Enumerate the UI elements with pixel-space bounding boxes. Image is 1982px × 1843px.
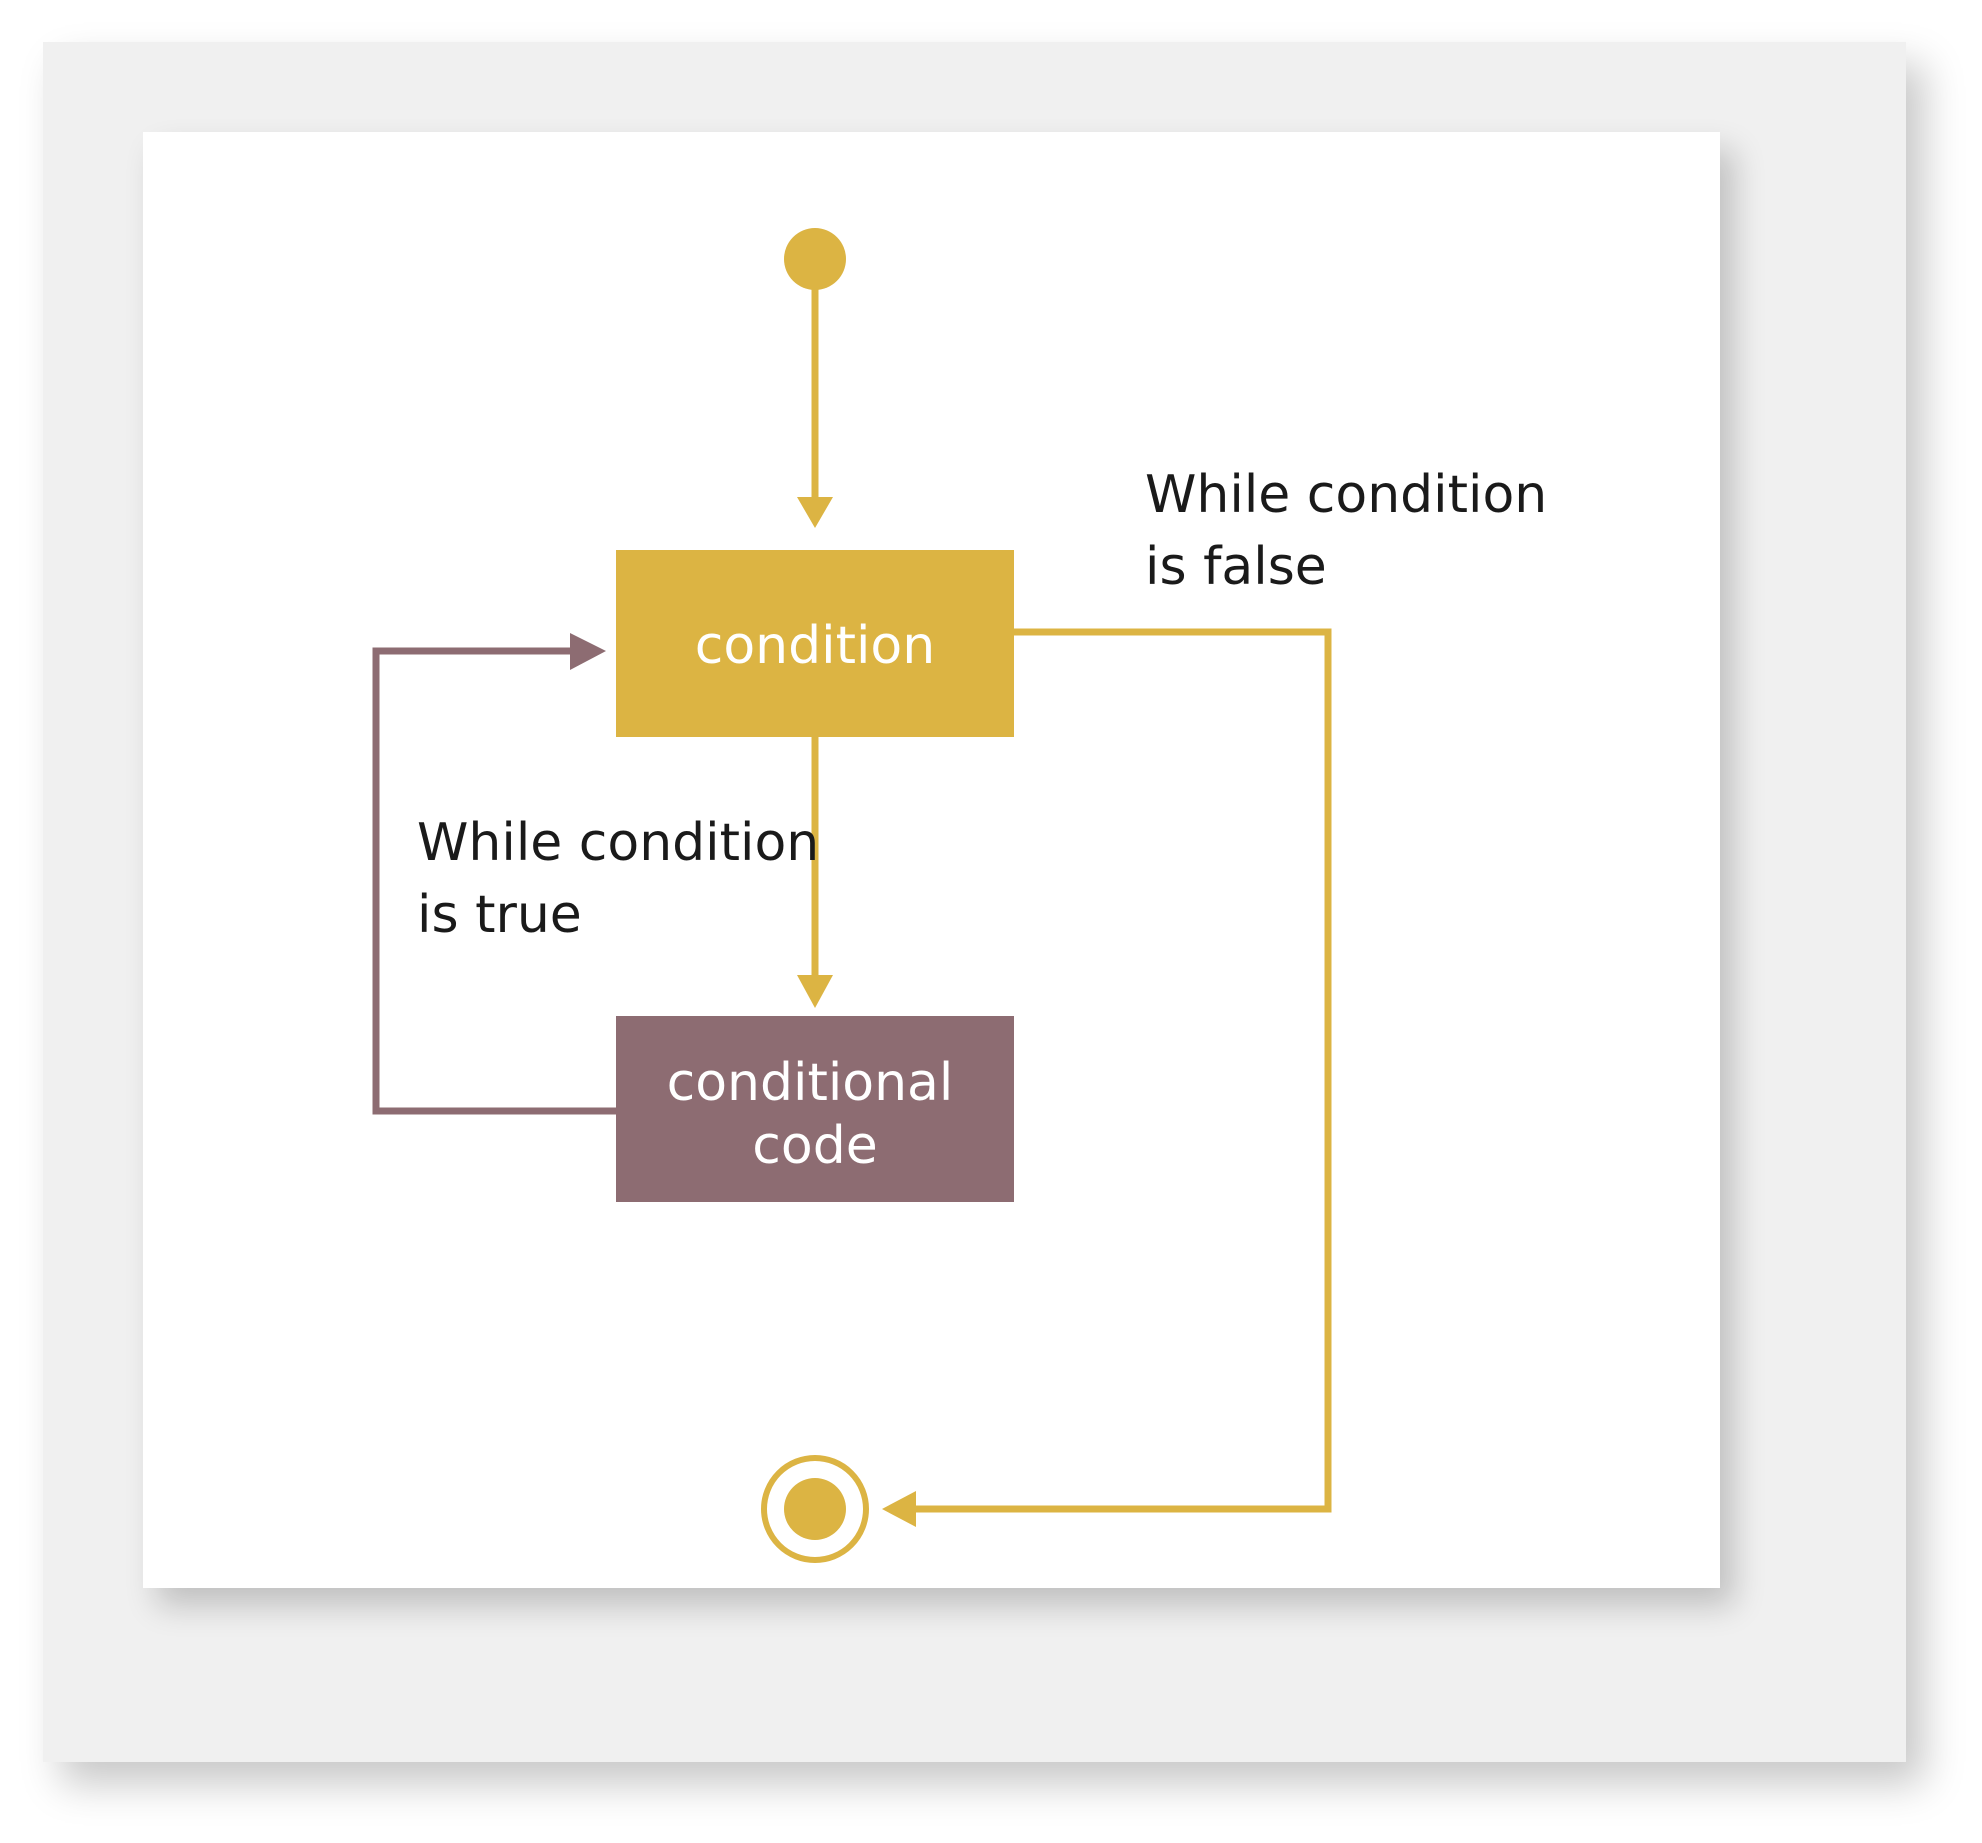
loop-back-arrowhead <box>570 633 606 670</box>
conditional-code-label-line1: conditional <box>667 1053 954 1113</box>
end-node <box>761 1455 869 1563</box>
false-branch-label-line2: is false <box>1145 537 1327 597</box>
start-node <box>784 228 846 290</box>
condition-node: condition <box>616 550 1014 737</box>
false-branch-edge <box>910 628 1332 1513</box>
true-branch-label-line1: While condition <box>417 813 819 873</box>
condition-label: condition <box>695 616 935 676</box>
diagram-canvas <box>143 132 1720 1588</box>
false-branch-label-line1: While condition <box>1145 465 1547 525</box>
conditional-code-node: conditional code <box>616 1016 1014 1202</box>
false-branch-arrowhead <box>882 1491 916 1527</box>
true-branch-arrowhead <box>797 975 833 1008</box>
true-branch-label-line2: is true <box>417 885 582 945</box>
conditional-code-label-line2: code <box>752 1116 877 1176</box>
loop-back-edge <box>372 647 616 1115</box>
start-to-condition-arrowhead <box>797 497 833 528</box>
